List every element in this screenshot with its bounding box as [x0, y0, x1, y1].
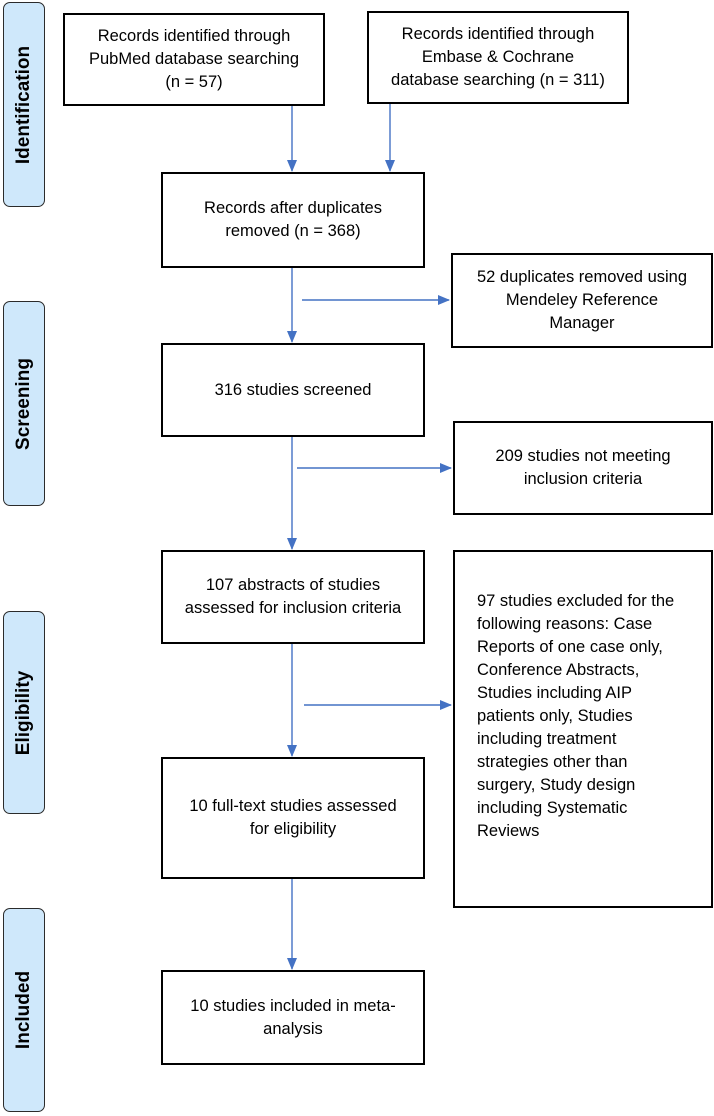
stage-screening-label: Screening [13, 357, 34, 450]
box-embase-cochrane-records: Records identified through Embase & Coch… [367, 11, 629, 104]
box-records-after-duplicates: Records after duplicates removed (n = 36… [161, 172, 425, 268]
box-studies-included: 10 studies included in meta- analysis [161, 970, 425, 1065]
stage-included-label: Included [13, 970, 34, 1050]
box-studies-screened: 316 studies screened [161, 343, 425, 437]
stage-included: Included [3, 908, 45, 1112]
box-duplicates-removed: 52 duplicates removed using Mendeley Ref… [451, 253, 713, 348]
box-excluded-reasons: 97 studies excluded for the following re… [453, 550, 713, 908]
stage-eligibility-label: Eligibility [13, 670, 34, 755]
box-abstracts-assessed: 107 abstracts of studies assessed for in… [161, 550, 425, 644]
stage-screening: Screening [3, 301, 45, 506]
stage-eligibility: Eligibility [3, 611, 45, 814]
stage-identification: Identification [3, 2, 45, 207]
box-not-meeting-criteria: 209 studies not meeting inclusion criter… [453, 421, 713, 515]
box-full-text-assessed: 10 full-text studies assessed for eligib… [161, 757, 425, 879]
box-pubmed-records: Records identified through PubMed databa… [63, 13, 325, 106]
stage-identification-label: Identification [13, 45, 34, 164]
